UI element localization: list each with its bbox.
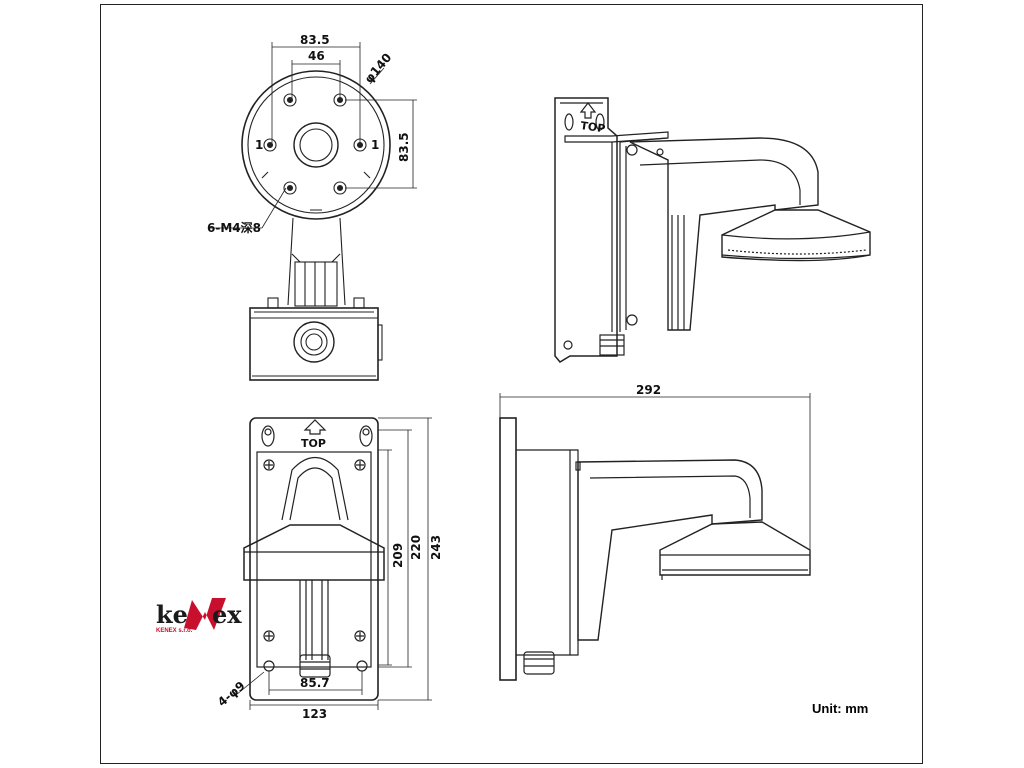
- side-view: [499, 417, 811, 681]
- m4-holes: [263, 93, 367, 195]
- dim-height-front: 83.5: [397, 132, 411, 162]
- kenex-logo: ke ex KENEX s.r.o.: [156, 598, 242, 634]
- arm-neck: [287, 217, 346, 306]
- dim-pcd-front: 83.5: [300, 33, 330, 47]
- mount-hole-right: [356, 660, 368, 672]
- dim-123: 123: [302, 707, 327, 721]
- top-label-back: TOP: [301, 437, 326, 450]
- dim-inner-front: 46: [308, 49, 325, 63]
- dim-292: 292: [636, 383, 661, 397]
- top-label-perspective: TOP: [580, 119, 606, 135]
- wall-plate-side: [499, 417, 517, 681]
- dome-base-side: [659, 521, 811, 576]
- logo-subtitle: KENEX s.r.o.: [156, 628, 193, 634]
- svg-text:ke: ke: [156, 600, 188, 629]
- top-arrow-perspective: [579, 102, 597, 119]
- cable-gland: [293, 321, 335, 363]
- perspective-view: [554, 97, 871, 363]
- dim-243: 243: [429, 535, 443, 560]
- arm-side: [577, 459, 763, 641]
- dim-209: 209: [391, 543, 405, 568]
- dim-holes-back: 4-φ9: [215, 679, 248, 710]
- wall-plate-back: [249, 417, 379, 701]
- sheet-frame: [100, 4, 923, 764]
- back-view: [243, 417, 385, 701]
- unit-label: Unit: mm: [812, 701, 868, 716]
- arm-perspective: [629, 137, 819, 331]
- keyhole-slots: [261, 425, 373, 447]
- mount-hole-left: [263, 660, 275, 672]
- marker-left: 1: [255, 138, 263, 152]
- marker-right: 1: [371, 138, 379, 152]
- dim-220: 220: [409, 535, 423, 560]
- dim-85-7: 85.7: [300, 676, 330, 690]
- round-mount-plate: [241, 70, 391, 220]
- dim-diameter: φ140: [362, 51, 395, 86]
- cable-gland-back: [299, 654, 331, 678]
- front-view: [241, 70, 391, 381]
- dim-holes-front: 6-M4深8: [207, 220, 261, 235]
- wall-plate-perspective: [554, 97, 618, 363]
- top-arrow-back: [303, 419, 327, 435]
- center-cable-hole: [293, 122, 339, 168]
- svg-text:ex: ex: [212, 600, 242, 629]
- dome-housing-back: [243, 524, 385, 581]
- junction-box: [249, 307, 379, 381]
- cable-gland-side: [523, 651, 555, 675]
